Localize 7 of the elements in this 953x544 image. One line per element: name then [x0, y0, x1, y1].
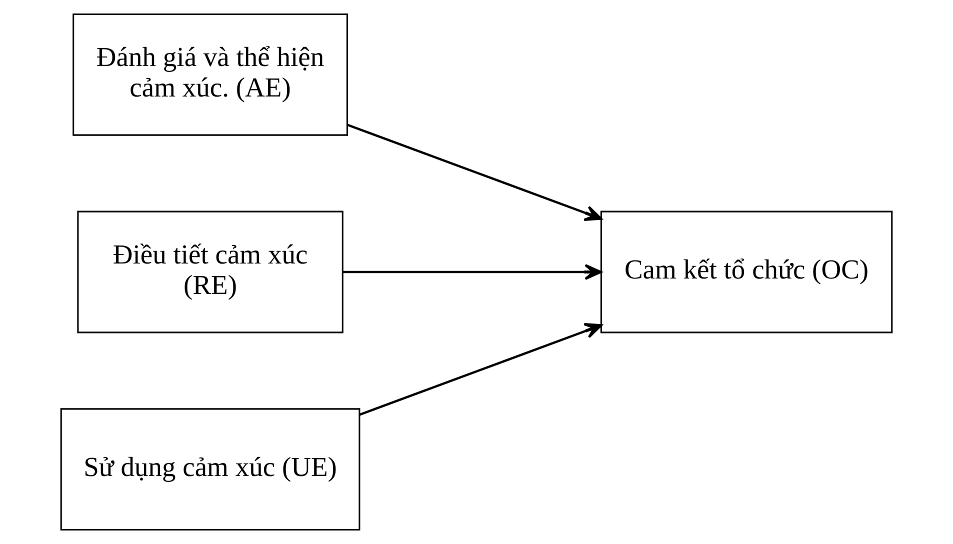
- node-box: Cam kết tổ chức (OC): [600, 210, 893, 334]
- node-box: Sử dụng cảm xúc (UE): [60, 408, 360, 531]
- arrow: [347, 124, 602, 221]
- node-box: Đánh giá và thể hiện cảm xúc. (AE): [72, 13, 348, 136]
- node-box: Điều tiết cảm xúc (RE): [77, 210, 344, 334]
- arrow: [342, 264, 602, 280]
- arrow: [359, 323, 602, 416]
